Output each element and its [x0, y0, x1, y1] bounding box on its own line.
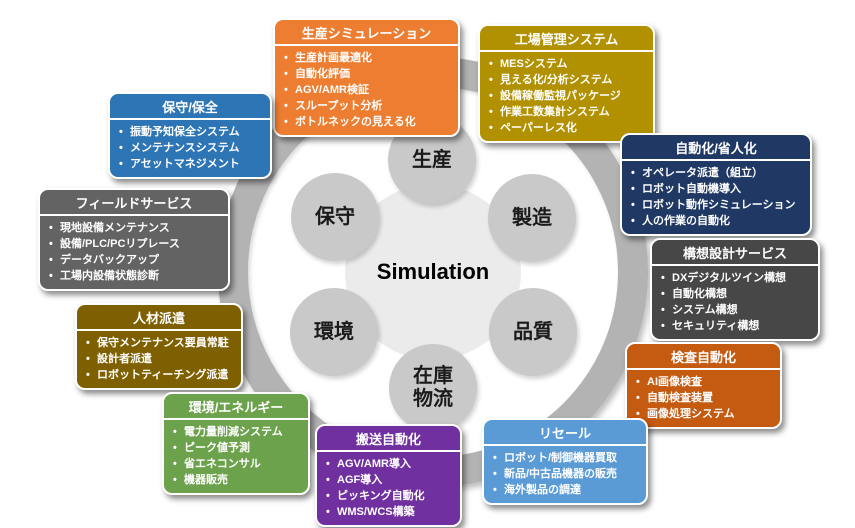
box-item: システム構想 [658, 302, 812, 318]
node-label: 品質 [513, 320, 553, 343]
box-item: ペーパーレス化 [486, 120, 647, 136]
box-title: リセール [484, 420, 646, 446]
box-item: アセットマネジメント [116, 156, 264, 172]
category-box-factory-management-system: 工場管理システム MESシステム 見える化/分析システム 設備稼働監視パッケージ… [478, 24, 655, 143]
node-label-line2: 物流 [413, 388, 453, 410]
box-title: 工場管理システム [480, 26, 653, 52]
box-item: DXデジタルツイン構想 [658, 270, 812, 286]
box-item: 作業工数集計システム [486, 104, 647, 120]
box-item: ロボット動作シミュレーション [628, 197, 804, 213]
box-title: 環境/エネルギー [164, 394, 308, 420]
category-box-automation-laborsaving: 自動化/省人化 オペレータ派遣（組立） ロボット自動機導入 ロボット動作シミュレ… [620, 133, 812, 236]
category-box-field-service: フィールドサービス 現地設備メンテナンス 設備/PLC/PCリプレース データバ… [38, 188, 230, 291]
category-box-resale: リセール ロボット/制御機器買取 新品/中古品機器の販売 海外製品の調達 [482, 418, 648, 505]
box-item-list: ロボット/制御機器買取 新品/中古品機器の販売 海外製品の調達 [484, 446, 646, 503]
box-item: ピーク値予測 [170, 440, 302, 456]
box-item: 設備/PLC/PCリプレース [46, 236, 222, 252]
box-item: 海外製品の調達 [490, 482, 640, 498]
node-label: 生産 [412, 148, 452, 171]
box-item: 自動化構想 [658, 286, 812, 302]
node-inventory-logistics: 在庫 物流 [389, 344, 477, 432]
box-item: 人の作業の自動化 [628, 213, 804, 229]
box-title: 自動化/省人化 [622, 135, 810, 161]
box-item: 画像処理システム [633, 406, 774, 422]
box-item-list: MESシステム 見える化/分析システム 設備稼働監視パッケージ 作業工数集計シス… [480, 52, 653, 141]
box-item: 工場内設備状態診断 [46, 268, 222, 284]
node-label: 環境 [314, 320, 354, 343]
box-item: 新品/中古品機器の販売 [490, 466, 640, 482]
box-item-list: 保守メンテナンス要員常駐 設計者派遣 ロボットティーチング派遣 [77, 331, 241, 388]
node-label: 保守 [315, 205, 355, 228]
box-item-list: AGV/AMR導入 AGF導入 ピッキング自動化 WMS/WCS構築 [317, 452, 460, 525]
box-title: 保守/保全 [110, 94, 270, 120]
box-item: データバックアップ [46, 252, 222, 268]
box-title: 人材派遣 [77, 305, 241, 331]
box-item: AI画像検査 [633, 374, 774, 390]
box-item: AGV/AMR検証 [281, 82, 452, 98]
box-item: 保守メンテナンス要員常駐 [83, 335, 235, 351]
box-item-list: 現地設備メンテナンス 設備/PLC/PCリプレース データバックアップ 工場内設… [40, 216, 228, 289]
node-label: 製造 [512, 206, 552, 229]
box-item-list: 電力量削減システム ピーク値予測 省エネコンサル 機器販売 [164, 420, 308, 493]
box-item-list: オペレータ派遣（組立） ロボット自動機導入 ロボット動作シミュレーション 人の作… [622, 161, 810, 234]
category-box-inspection-automation: 検査自動化 AI画像検査 自動検査装置 画像処理システム [625, 342, 782, 429]
box-item: ボトルネックの見える化 [281, 114, 452, 130]
box-item: 現地設備メンテナンス [46, 220, 222, 236]
category-box-transport-automation: 搬送自動化 AGV/AMR導入 AGF導入 ピッキング自動化 WMS/WCS構築 [315, 424, 462, 527]
node-quality: 品質 [489, 288, 577, 376]
category-box-concept-design-service: 構想設計サービス DXデジタルツイン構想 自動化構想 システム構想 セキュリティ… [650, 238, 820, 341]
box-item: 省エネコンサル [170, 456, 302, 472]
box-item: MESシステム [486, 56, 647, 72]
category-box-staffing: 人材派遣 保守メンテナンス要員常駐 設計者派遣 ロボットティーチング派遣 [75, 303, 243, 390]
box-item: ロボットティーチング派遣 [83, 367, 235, 383]
box-item: 設備稼働監視パッケージ [486, 88, 647, 104]
box-title: 搬送自動化 [317, 426, 460, 452]
box-item: ロボット/制御機器買取 [490, 450, 640, 466]
box-item: スループット分析 [281, 98, 452, 114]
box-item: 生産計画最適化 [281, 50, 452, 66]
box-title: 構想設計サービス [652, 240, 818, 266]
box-item-list: DXデジタルツイン構想 自動化構想 システム構想 セキュリティ構想 [652, 266, 818, 339]
box-title: フィールドサービス [40, 190, 228, 216]
box-item-list: AI画像検査 自動検査装置 画像処理システム [627, 370, 780, 427]
box-item-list: 振動予知保全システム メンテナンスシステム アセットマネジメント [110, 120, 270, 177]
box-item: オペレータ派遣（組立） [628, 165, 804, 181]
box-item: セキュリティ構想 [658, 318, 812, 334]
box-item: メンテナンスシステム [116, 140, 264, 156]
box-item: 見える化/分析システム [486, 72, 647, 88]
node-environment: 環境 [290, 288, 378, 376]
category-box-production-simulation: 生産シミュレーション 生産計画最適化 自動化評価 AGV/AMR検証 スループッ… [273, 18, 460, 137]
node-manufacturing: 製造 [488, 174, 576, 262]
box-item-list: 生産計画最適化 自動化評価 AGV/AMR検証 スループット分析 ボトルネックの… [275, 46, 458, 135]
node-maintenance: 保守 [291, 173, 379, 261]
box-item: 振動予知保全システム [116, 124, 264, 140]
box-item: 電力量削減システム [170, 424, 302, 440]
box-title: 生産シミュレーション [275, 20, 458, 46]
box-item: ピッキング自動化 [323, 488, 454, 504]
box-item: 自動検査装置 [633, 390, 774, 406]
box-item: 自動化評価 [281, 66, 452, 82]
box-item: ロボット自動機導入 [628, 181, 804, 197]
box-item: WMS/WCS構築 [323, 504, 454, 520]
category-box-environment-energy: 環境/エネルギー 電力量削減システム ピーク値予測 省エネコンサル 機器販売 [162, 392, 310, 495]
category-box-maintenance-preservation: 保守/保全 振動予知保全システム メンテナンスシステム アセットマネジメント [108, 92, 272, 179]
box-item: 機器販売 [170, 472, 302, 488]
box-item: AGF導入 [323, 472, 454, 488]
center-label: Simulation [376, 259, 490, 284]
box-item: AGV/AMR導入 [323, 456, 454, 472]
node-label: 在庫 [413, 365, 453, 387]
box-item: 設計者派遣 [83, 351, 235, 367]
box-title: 検査自動化 [627, 344, 780, 370]
